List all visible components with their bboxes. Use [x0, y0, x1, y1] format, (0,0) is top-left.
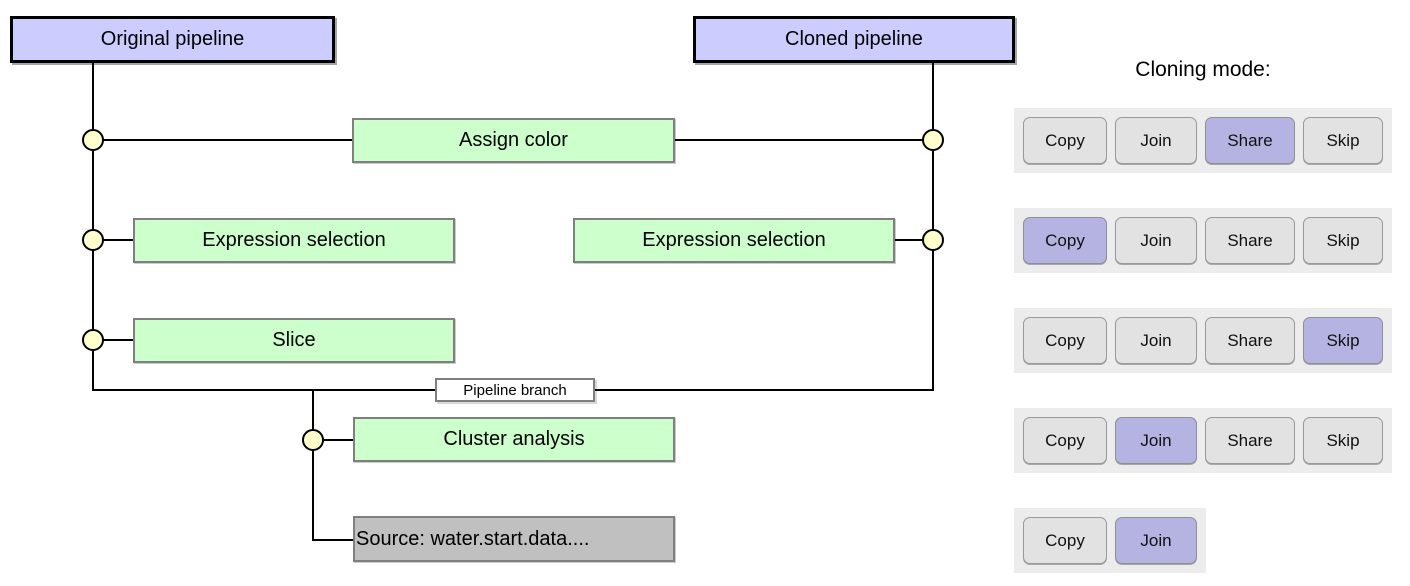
- node-source[interactable]: Source: water.start.data....: [353, 516, 675, 562]
- skip-button[interactable]: Skip: [1303, 117, 1383, 164]
- connector-line-expr-right: [895, 239, 933, 241]
- share-button[interactable]: Share: [1205, 217, 1295, 264]
- cloned-pipeline-header[interactable]: Cloned pipeline: [693, 16, 1015, 63]
- cloning-mode-row-slice: Copy Join Share Skip: [1014, 308, 1392, 373]
- skip-button[interactable]: Skip: [1303, 417, 1383, 464]
- node-label: Expression selection: [642, 229, 826, 251]
- share-button[interactable]: Share: [1205, 117, 1295, 164]
- port-icon: [922, 229, 944, 251]
- connector-line-assign-left: [93, 139, 352, 141]
- node-label: Assign color: [459, 129, 568, 151]
- node-expression-selection-cloned[interactable]: Expression selection: [573, 218, 895, 263]
- share-button[interactable]: Share: [1205, 317, 1295, 364]
- copy-button[interactable]: Copy: [1023, 117, 1107, 164]
- pipeline-branch-label: Pipeline branch: [435, 378, 595, 402]
- cloning-mode-row-assign-color: Copy Join Share Skip: [1014, 108, 1392, 173]
- copy-button[interactable]: Copy: [1023, 317, 1107, 364]
- pipeline-branch-text: Pipeline branch: [463, 381, 567, 399]
- connector-line-right-vertical: [932, 62, 934, 391]
- node-label: Slice: [272, 329, 316, 351]
- port-icon: [922, 129, 944, 151]
- skip-button[interactable]: Skip: [1303, 317, 1383, 364]
- connector-line-source: [313, 539, 353, 541]
- join-button[interactable]: Join: [1115, 517, 1197, 564]
- node-slice[interactable]: Slice: [133, 318, 455, 363]
- port-icon: [302, 429, 324, 451]
- skip-button[interactable]: Skip: [1303, 217, 1383, 264]
- cloning-mode-row-source: Copy Join: [1014, 508, 1206, 573]
- connector-line-slice: [93, 339, 133, 341]
- port-icon: [82, 229, 104, 251]
- port-icon: [82, 129, 104, 151]
- original-pipeline-label: Original pipeline: [100, 28, 245, 50]
- connector-line-cluster: [313, 439, 353, 441]
- join-button[interactable]: Join: [1115, 117, 1197, 164]
- join-button[interactable]: Join: [1115, 417, 1197, 464]
- join-button[interactable]: Join: [1115, 217, 1197, 264]
- cloning-mode-row-cluster-analysis: Copy Join Share Skip: [1014, 408, 1392, 473]
- node-label: Source: water.start.data....: [356, 527, 590, 550]
- share-button[interactable]: Share: [1205, 417, 1295, 464]
- cloned-pipeline-label: Cloned pipeline: [785, 28, 923, 50]
- join-button[interactable]: Join: [1115, 317, 1197, 364]
- cloning-mode-row-expression-selection: Copy Join Share Skip: [1014, 208, 1392, 273]
- connector-line-left-vertical: [92, 62, 94, 391]
- node-assign-color[interactable]: Assign color: [352, 118, 675, 163]
- node-expression-selection-original[interactable]: Expression selection: [133, 218, 455, 263]
- copy-button[interactable]: Copy: [1023, 417, 1107, 464]
- copy-button[interactable]: Copy: [1023, 217, 1107, 264]
- connector-line-assign-right: [675, 139, 933, 141]
- port-icon: [82, 329, 104, 351]
- node-label: Expression selection: [202, 229, 386, 251]
- node-cluster-analysis[interactable]: Cluster analysis: [353, 417, 675, 462]
- copy-button[interactable]: Copy: [1023, 517, 1107, 564]
- connector-line-expr-left: [93, 239, 133, 241]
- connector-line-branch-vertical: [312, 389, 314, 541]
- cloning-mode-title: Cloning mode:: [1135, 58, 1271, 81]
- original-pipeline-header[interactable]: Original pipeline: [10, 16, 335, 63]
- node-label: Cluster analysis: [443, 428, 585, 450]
